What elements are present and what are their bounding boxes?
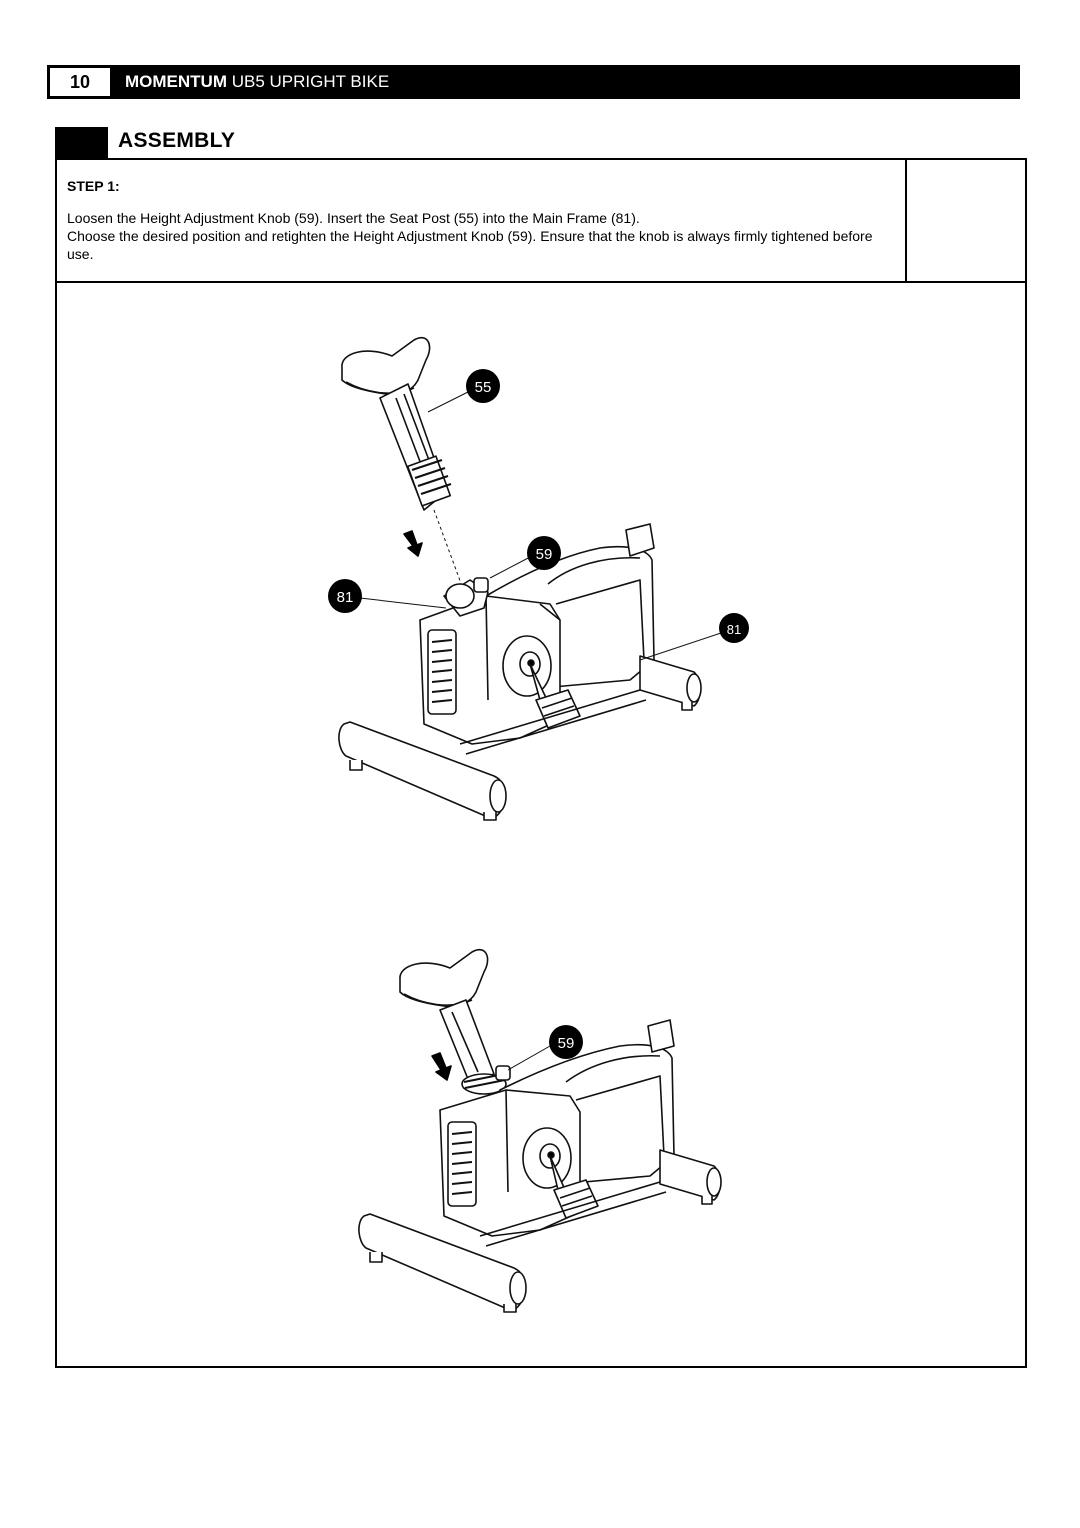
section-marker-block: [55, 127, 108, 158]
bike-illustration-before: [338, 336, 702, 821]
callout-59-top-text: 59: [536, 546, 553, 563]
leader-lines-bottom: [507, 1045, 551, 1071]
callout-55: 55: [466, 369, 500, 403]
bike-illustration-after: [358, 948, 722, 1313]
step-line-2: Choose the desired position and retighte…: [67, 228, 873, 262]
callout-81-right-text: 81: [727, 622, 741, 637]
step-label: STEP 1:: [67, 178, 120, 194]
callout-81-left: 81: [328, 579, 362, 613]
step-text: Loosen the Height Adjustment Knob (59). …: [67, 209, 897, 263]
instruction-row: STEP 1: Loosen the Height Adjustment Kno…: [57, 160, 1025, 283]
section-title: ASSEMBLY: [118, 129, 236, 152]
down-arrow-icon: [403, 530, 423, 557]
callout-81-left-text: 81: [337, 589, 354, 606]
brand-name: MOMENTUM: [125, 72, 227, 91]
callout-59-top: 59: [527, 536, 561, 570]
down-arrow-icon-after: [431, 1052, 452, 1081]
document-title: MOMENTUM UB5 UPRIGHT BIKE: [125, 65, 389, 99]
callout-59-bottom: 59: [549, 1025, 583, 1059]
instruction-cell: STEP 1: Loosen the Height Adjustment Kno…: [57, 160, 907, 281]
callout-55-text: 55: [475, 379, 492, 396]
leader-lines-top: [359, 389, 725, 661]
step-line-1: Loosen the Height Adjustment Knob (59). …: [67, 210, 640, 226]
model-name: UB5 UPRIGHT BIKE: [231, 72, 390, 91]
page-number: 10: [50, 68, 110, 96]
seat-post-after: [439, 999, 495, 1085]
instruction-frame: STEP 1: Loosen the Height Adjustment Kno…: [55, 158, 1027, 1368]
callout-81-right: 81: [719, 613, 749, 643]
page-header-bar: 10 MOMENTUM UB5 UPRIGHT BIKE: [47, 65, 1020, 99]
callout-59-bottom-text: 59: [558, 1035, 575, 1052]
